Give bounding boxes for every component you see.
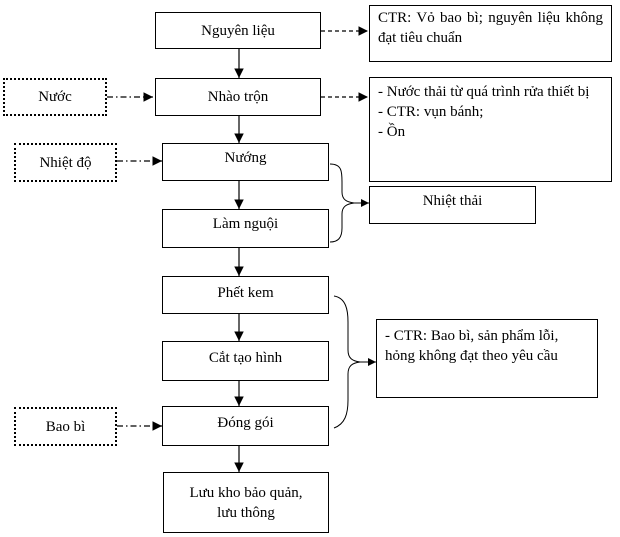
- mixing-waste-line-3: - Ồn: [378, 124, 406, 140]
- input-water: Nước: [3, 78, 107, 116]
- output-raw-waste: CTR: Vỏ bao bì; nguyên liệu không đạt ti…: [369, 5, 612, 62]
- output-product-waste: - CTR: Bao bì, sản phẩm lỗi, hỏng không …: [376, 319, 598, 398]
- heat-brace: [329, 163, 355, 243]
- step-storage: Lưu kho bảo quản, lưu thông: [163, 472, 329, 533]
- step-baking: Nướng: [162, 143, 329, 181]
- step-cream-spreading: Phết kem: [162, 276, 329, 314]
- step-raw-material: Nguyên liệu: [155, 12, 321, 49]
- output-mixing-waste: - Nước thải từ quá trình rửa thiết bị - …: [369, 77, 612, 182]
- step-packaging: Đóng gói: [162, 406, 329, 446]
- mixing-waste-line-1: - Nước thải từ quá trình rửa thiết bị: [378, 84, 590, 100]
- step-mixing: Nhào trộn: [155, 78, 321, 116]
- step-shaping: Cắt tạo hình: [162, 341, 329, 381]
- input-packaging: Bao bì: [14, 407, 117, 446]
- product-brace: [333, 295, 361, 429]
- output-heat-waste: Nhiệt thải: [369, 186, 536, 224]
- step-cooling: Làm nguội: [162, 209, 329, 248]
- input-heat: Nhiệt độ: [14, 143, 117, 182]
- mixing-waste-line-2: - CTR: vụn bánh;: [378, 104, 484, 120]
